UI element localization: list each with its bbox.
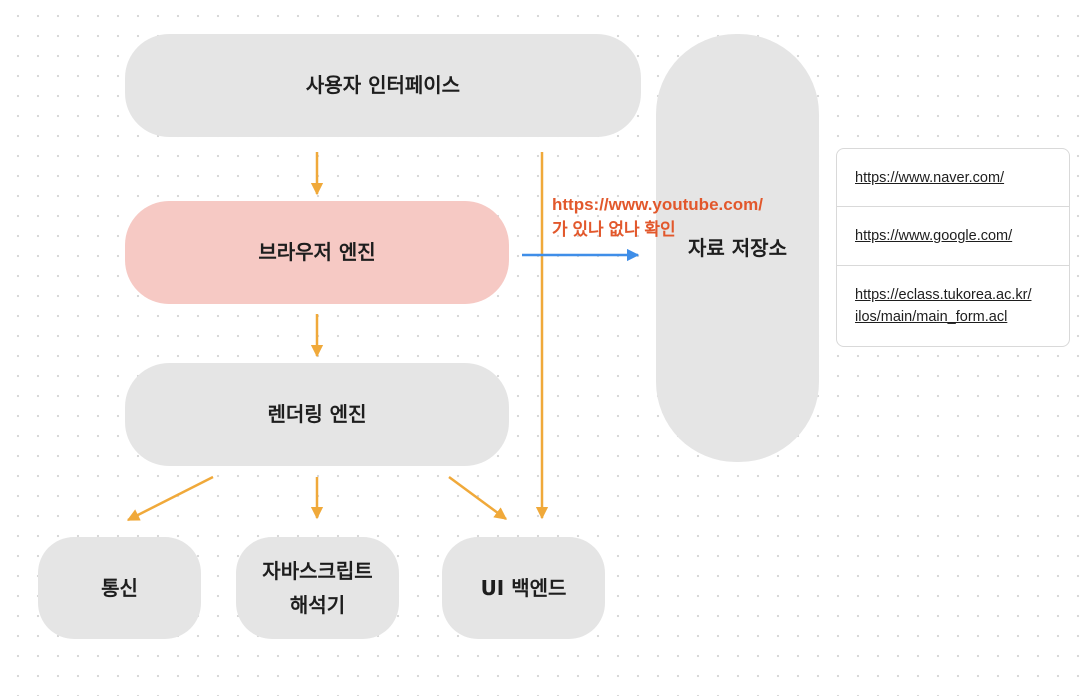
url-naver-link[interactable]: https://www.naver.com/ (855, 169, 1005, 186)
networking-label: 통신 (101, 575, 138, 600)
url-row-naver[interactable]: https://www.naver.com/ (837, 149, 1069, 207)
note-line-2: 가 있나 없나 확인 (552, 220, 676, 239)
rendering-engine-node: 렌더링 엔진 (125, 363, 509, 466)
arrow-rendering-to-ui-backend (448, 475, 508, 521)
arrow-rendering-to-networking (126, 475, 214, 522)
url-google-link[interactable]: https://www.google.com/ (855, 228, 1013, 244)
ui-backend-node: UI 백엔드 (442, 537, 605, 639)
url-row-eclass[interactable]: https://eclass.tukorea.ac.kr/ ilos/main/… (837, 266, 1069, 346)
data-storage-label: 자료 저장소 (688, 235, 787, 260)
js-interpreter-node: 자바스크립트 해석기 (236, 537, 399, 639)
user-interface-node: 사용자 인터페이스 (125, 34, 641, 137)
url-eclass-link[interactable]: https://eclass.tukorea.ac.kr/ ilos/main/… (855, 287, 1032, 325)
js-interpreter-label: 자바스크립트 해석기 (262, 559, 373, 617)
data-storage-node: 자료 저장소 (656, 34, 819, 462)
networking-node: 통신 (38, 537, 201, 639)
note-line-1: https://www.youtube.com/ (552, 195, 763, 214)
youtube-check-note: https://www.youtube.com/ 가 있나 없나 확인 (552, 192, 763, 242)
browser-engine-node: 브라우저 엔진 (125, 201, 509, 304)
ui-backend-label: UI 백엔드 (480, 575, 567, 600)
user-interface-label: 사용자 인터페이스 (305, 73, 461, 97)
url-row-google[interactable]: https://www.google.com/ (837, 207, 1069, 266)
url-list-card: https://www.naver.com/ https://www.googl… (836, 148, 1070, 347)
rendering-engine-label: 렌더링 엔진 (267, 402, 367, 426)
browser-engine-label: 브라우저 엔진 (258, 240, 376, 264)
